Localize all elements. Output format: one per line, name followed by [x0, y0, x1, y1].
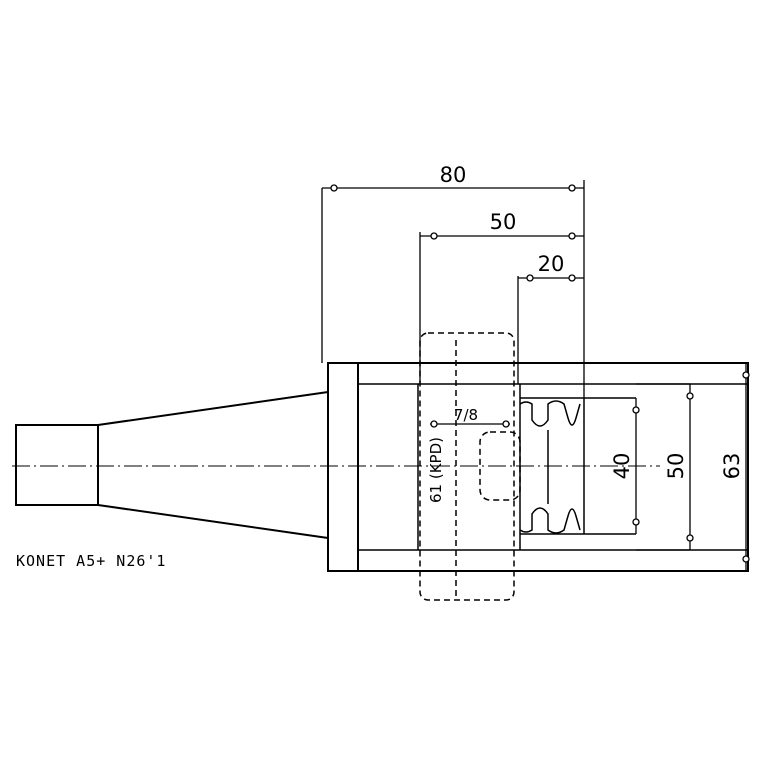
- dim-80: 80: [321, 163, 585, 398]
- dim-20-label: 20: [538, 252, 565, 276]
- dim-50-diameter-label: 50: [664, 453, 688, 480]
- dim-40-label: 40: [610, 453, 634, 480]
- tool-shank: [15, 391, 329, 539]
- part-caption: KONET A5+ N26'1: [16, 552, 166, 570]
- dim-50-length: 50: [419, 210, 584, 384]
- dim-small: 7/8: [430, 406, 510, 428]
- dim-20: 20: [517, 252, 584, 384]
- dim-63: 63: [720, 363, 750, 571]
- dim-63-label: 63: [720, 453, 744, 480]
- insert-outline: [419, 332, 521, 601]
- dim-40: 40: [610, 398, 640, 534]
- dim-small-label: 7/8: [454, 406, 478, 424]
- dim-80-label: 80: [440, 163, 467, 187]
- cutter-profile: [519, 400, 581, 534]
- dim-50-diameter: 50: [636, 383, 694, 551]
- vertical-note: 61 (KPD): [427, 437, 445, 503]
- dim-50-length-label: 50: [490, 210, 517, 234]
